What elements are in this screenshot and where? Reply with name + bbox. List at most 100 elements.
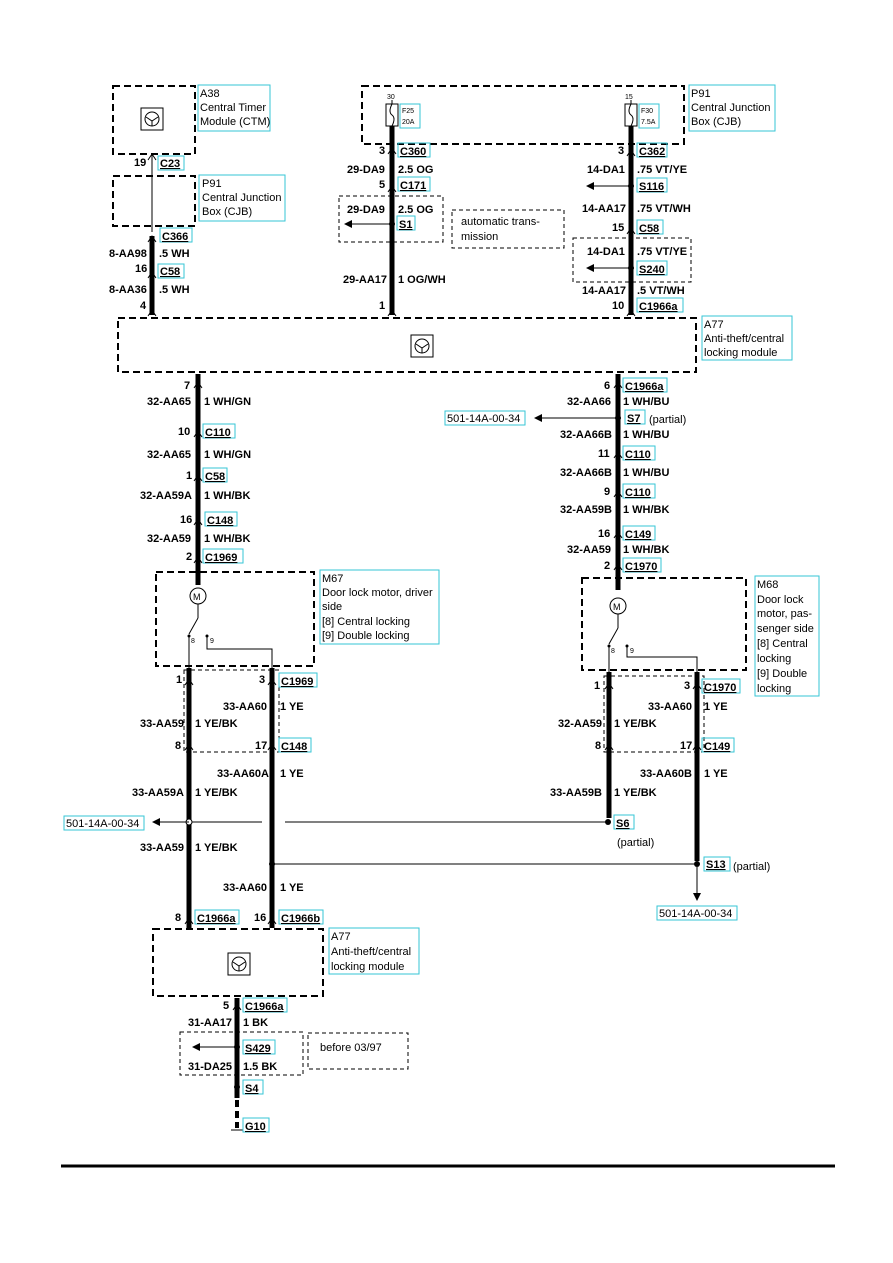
bottom-pin-5: 5 [223, 1000, 229, 1012]
m67-name-4: [9] Double locking [322, 630, 409, 642]
a77-top-name-1: Anti-theft/central [704, 333, 784, 345]
connector-c1966a-bottom: C1966a [197, 913, 236, 925]
ref-s13: 501-14A-00-34 [659, 908, 732, 920]
ref-s7: 501-14A-00-34 [447, 413, 520, 425]
connector-c58-left: C58 [205, 471, 225, 483]
wire-33aa60a-label: 33-AA60A [217, 768, 269, 780]
wire-32aa65a-label: 32-AA65 [147, 396, 191, 408]
wire-32aa59-label: 32-AA59 [147, 533, 191, 545]
splice-s13: S13 [706, 859, 726, 871]
splice-s13-dot [694, 861, 700, 867]
a77-top-id: A77 [704, 319, 724, 331]
splice-s7: S7 [627, 413, 640, 425]
wire-29aa17-label: 29-AA17 [343, 274, 387, 286]
a77-top-name-2: locking module [704, 347, 777, 359]
fuse-f25-rating: 20A [402, 119, 415, 126]
automatic-note-1: automatic trans- [461, 216, 540, 228]
a77-bottom-module-icon [227, 952, 251, 976]
wire-33aa60l-label: 33-AA60 [223, 701, 267, 713]
m68-name-2: motor, pas- [757, 608, 812, 620]
connector-c23: C23 [160, 158, 180, 170]
a77-bottom-label-box [328, 927, 420, 975]
m68-id: M68 [757, 579, 778, 591]
a38-module-box [112, 85, 196, 155]
splice-s240: S240 [639, 264, 665, 276]
wire-32aa66b2-label: 32-AA66B [560, 467, 612, 479]
connector-c110-r1: C110 [625, 449, 651, 461]
wire-32aa66-spec: 1 WH/BU [623, 396, 670, 408]
splice-s116: S116 [639, 181, 664, 193]
m68-name-5: locking [757, 653, 791, 665]
pin-9: 9 [604, 486, 610, 498]
wire-32aa59b-label: 32-AA59B [560, 504, 612, 516]
m68-connector-dash [603, 675, 705, 753]
wire-33aa60l-spec: 1 YE [280, 701, 304, 713]
wire-33aa59b-spec: 1 YE/BK [614, 787, 657, 799]
wire-33aa60r-label: 33-AA60 [648, 701, 692, 713]
a38-id: A38 [200, 88, 220, 100]
m67-name-2: side [322, 601, 342, 613]
p91-left-name-1: Central Junction [202, 192, 282, 204]
a77-top-label-box [701, 315, 793, 361]
wire-32aa59r-spec: 1 WH/BK [623, 544, 670, 556]
wire-32aa66b2-spec: 1 WH/BU [623, 467, 670, 479]
connector-c58-a: C58 [160, 266, 180, 278]
wire-32aa59rb-spec: 1 YE/BK [614, 718, 657, 730]
wire-29da9a-spec: 2.5 OG [398, 164, 433, 176]
wire-29da9b-spec: 2.5 OG [398, 204, 433, 216]
connector-c1969-b: C1969 [281, 676, 313, 688]
connector-c1970-b: C1970 [704, 682, 736, 694]
a38-name-2: Module (CTM) [200, 116, 270, 128]
p91-left-name-2: Box (CJB) [202, 206, 252, 218]
automatic-note-box [451, 209, 565, 249]
p91-top-id: P91 [691, 88, 711, 100]
m68-switch-pin-9: 9 [630, 648, 634, 655]
wire-8aa36-spec: .5 WH [159, 284, 190, 296]
a38-name-1: Central Timer [200, 102, 266, 114]
wire-32aa59rb-label: 32-AA59 [558, 718, 602, 730]
m68-name-1: Door lock [757, 594, 804, 606]
wire-31da25-spec: 1.5 BK [243, 1061, 277, 1073]
wire-33aa59a-spec: 1 YE/BK [195, 787, 238, 799]
wire-32aa59a-label: 32-AA59A [140, 490, 192, 502]
fuse-f25-terminal: 30 [387, 94, 395, 101]
before-note-box [307, 1032, 409, 1070]
bottom-pin-8: 8 [175, 912, 181, 924]
wire-33aa59l2-spec: 1 YE/BK [195, 842, 238, 854]
fuse-f30-terminal: 15 [625, 94, 633, 101]
fuse-f30-rating: 7.5A [641, 119, 656, 126]
a77-bottom-name-2: locking module [331, 961, 404, 973]
connector-c362: C362 [639, 146, 665, 158]
m68-pin-1: 1 [594, 680, 600, 692]
m68-name-7: locking [757, 683, 791, 695]
wire-29da9b-label: 29-DA9 [347, 204, 385, 216]
m68-switch-pin-8: 8 [611, 648, 615, 655]
a77-top-module-icon [410, 334, 434, 358]
m67-pin-8: 8 [175, 740, 181, 752]
wire-14aa17b-spec: .5 VT/WH [637, 285, 685, 297]
connector-c110-left: C110 [205, 427, 231, 439]
m67-label-box [319, 569, 440, 645]
wire-32aa66b1-label: 32-AA66B [560, 429, 612, 441]
a38-module-icon [140, 107, 164, 131]
wire-33aa59l2-label: 33-AA59 [140, 842, 184, 854]
m68-pin-8: 8 [595, 740, 601, 752]
connector-c171: C171 [400, 180, 426, 192]
wire-32aa59a-spec: 1 WH/BK [204, 490, 251, 502]
wire-32aa59r-label: 32-AA59 [567, 544, 611, 556]
wire-33aa59l-label: 33-AA59 [140, 718, 184, 730]
m67-pin-17: 17 [255, 740, 267, 752]
p91-top-name-2: Box (CJB) [691, 116, 741, 128]
s240-option-box [572, 237, 692, 283]
p91-top-label-box [688, 84, 776, 132]
m67-pin-3: 3 [259, 674, 265, 686]
a77-top-module-box [117, 317, 697, 373]
connector-c148-left: C148 [207, 515, 233, 527]
splice-s6: S6 [616, 818, 629, 830]
svg-text:M: M [193, 592, 201, 602]
wire-33aa60a-spec: 1 YE [280, 768, 304, 780]
s7-partial: (partial) [649, 414, 686, 426]
pin-1-b: 1 [186, 470, 192, 482]
s429-option-box [179, 1031, 304, 1076]
